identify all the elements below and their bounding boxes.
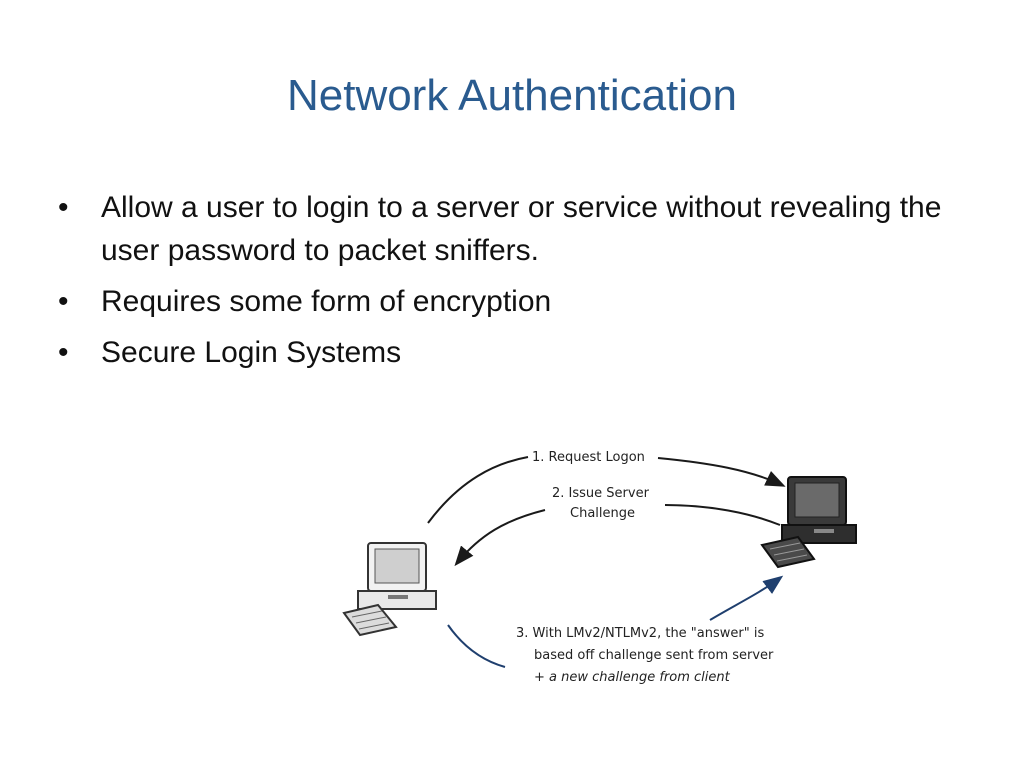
answer-arrow xyxy=(447,624,506,668)
step3-label-line3: + a new challenge from client xyxy=(534,670,731,685)
bullet-text: Allow a user to login to a server or ser… xyxy=(101,191,942,267)
bullet-list: • Allow a user to login to a server or s… xyxy=(58,186,958,382)
server-computer-icon xyxy=(760,476,857,569)
bullet-item: • Requires some form of encryption xyxy=(58,280,958,323)
bullet-item: • Allow a user to login to a server or s… xyxy=(58,186,958,272)
step2-label-line1: 2. Issue Server xyxy=(552,486,650,501)
bullet-marker: • xyxy=(58,285,69,318)
bullet-marker: • xyxy=(58,336,69,369)
request-logon-arrow xyxy=(427,456,529,524)
bullet-text: Requires some form of encryption xyxy=(101,285,552,318)
client-computer-icon xyxy=(342,542,437,637)
bullet-text: Secure Login Systems xyxy=(101,336,402,369)
answer-arrow-head xyxy=(709,575,784,621)
step2-label-line2: Challenge xyxy=(570,506,635,521)
slide-title: Network Authentication xyxy=(286,71,738,120)
step3-label-line1: 3. With LMv2/NTLMv2, the "answer" is xyxy=(516,626,764,641)
request-logon-arrow-head xyxy=(657,457,786,487)
issue-challenge-arrow xyxy=(664,504,781,526)
step3-label-line2: based off challenge sent from server xyxy=(534,648,774,663)
issue-challenge-arrow-head xyxy=(454,509,546,567)
authentication-diagram: 1. Request Logon 2. Issue Server Challen… xyxy=(330,435,870,710)
step1-label: 1. Request Logon xyxy=(532,450,645,465)
bullet-marker: • xyxy=(58,191,69,224)
bullet-item: • Secure Login Systems xyxy=(58,331,958,374)
